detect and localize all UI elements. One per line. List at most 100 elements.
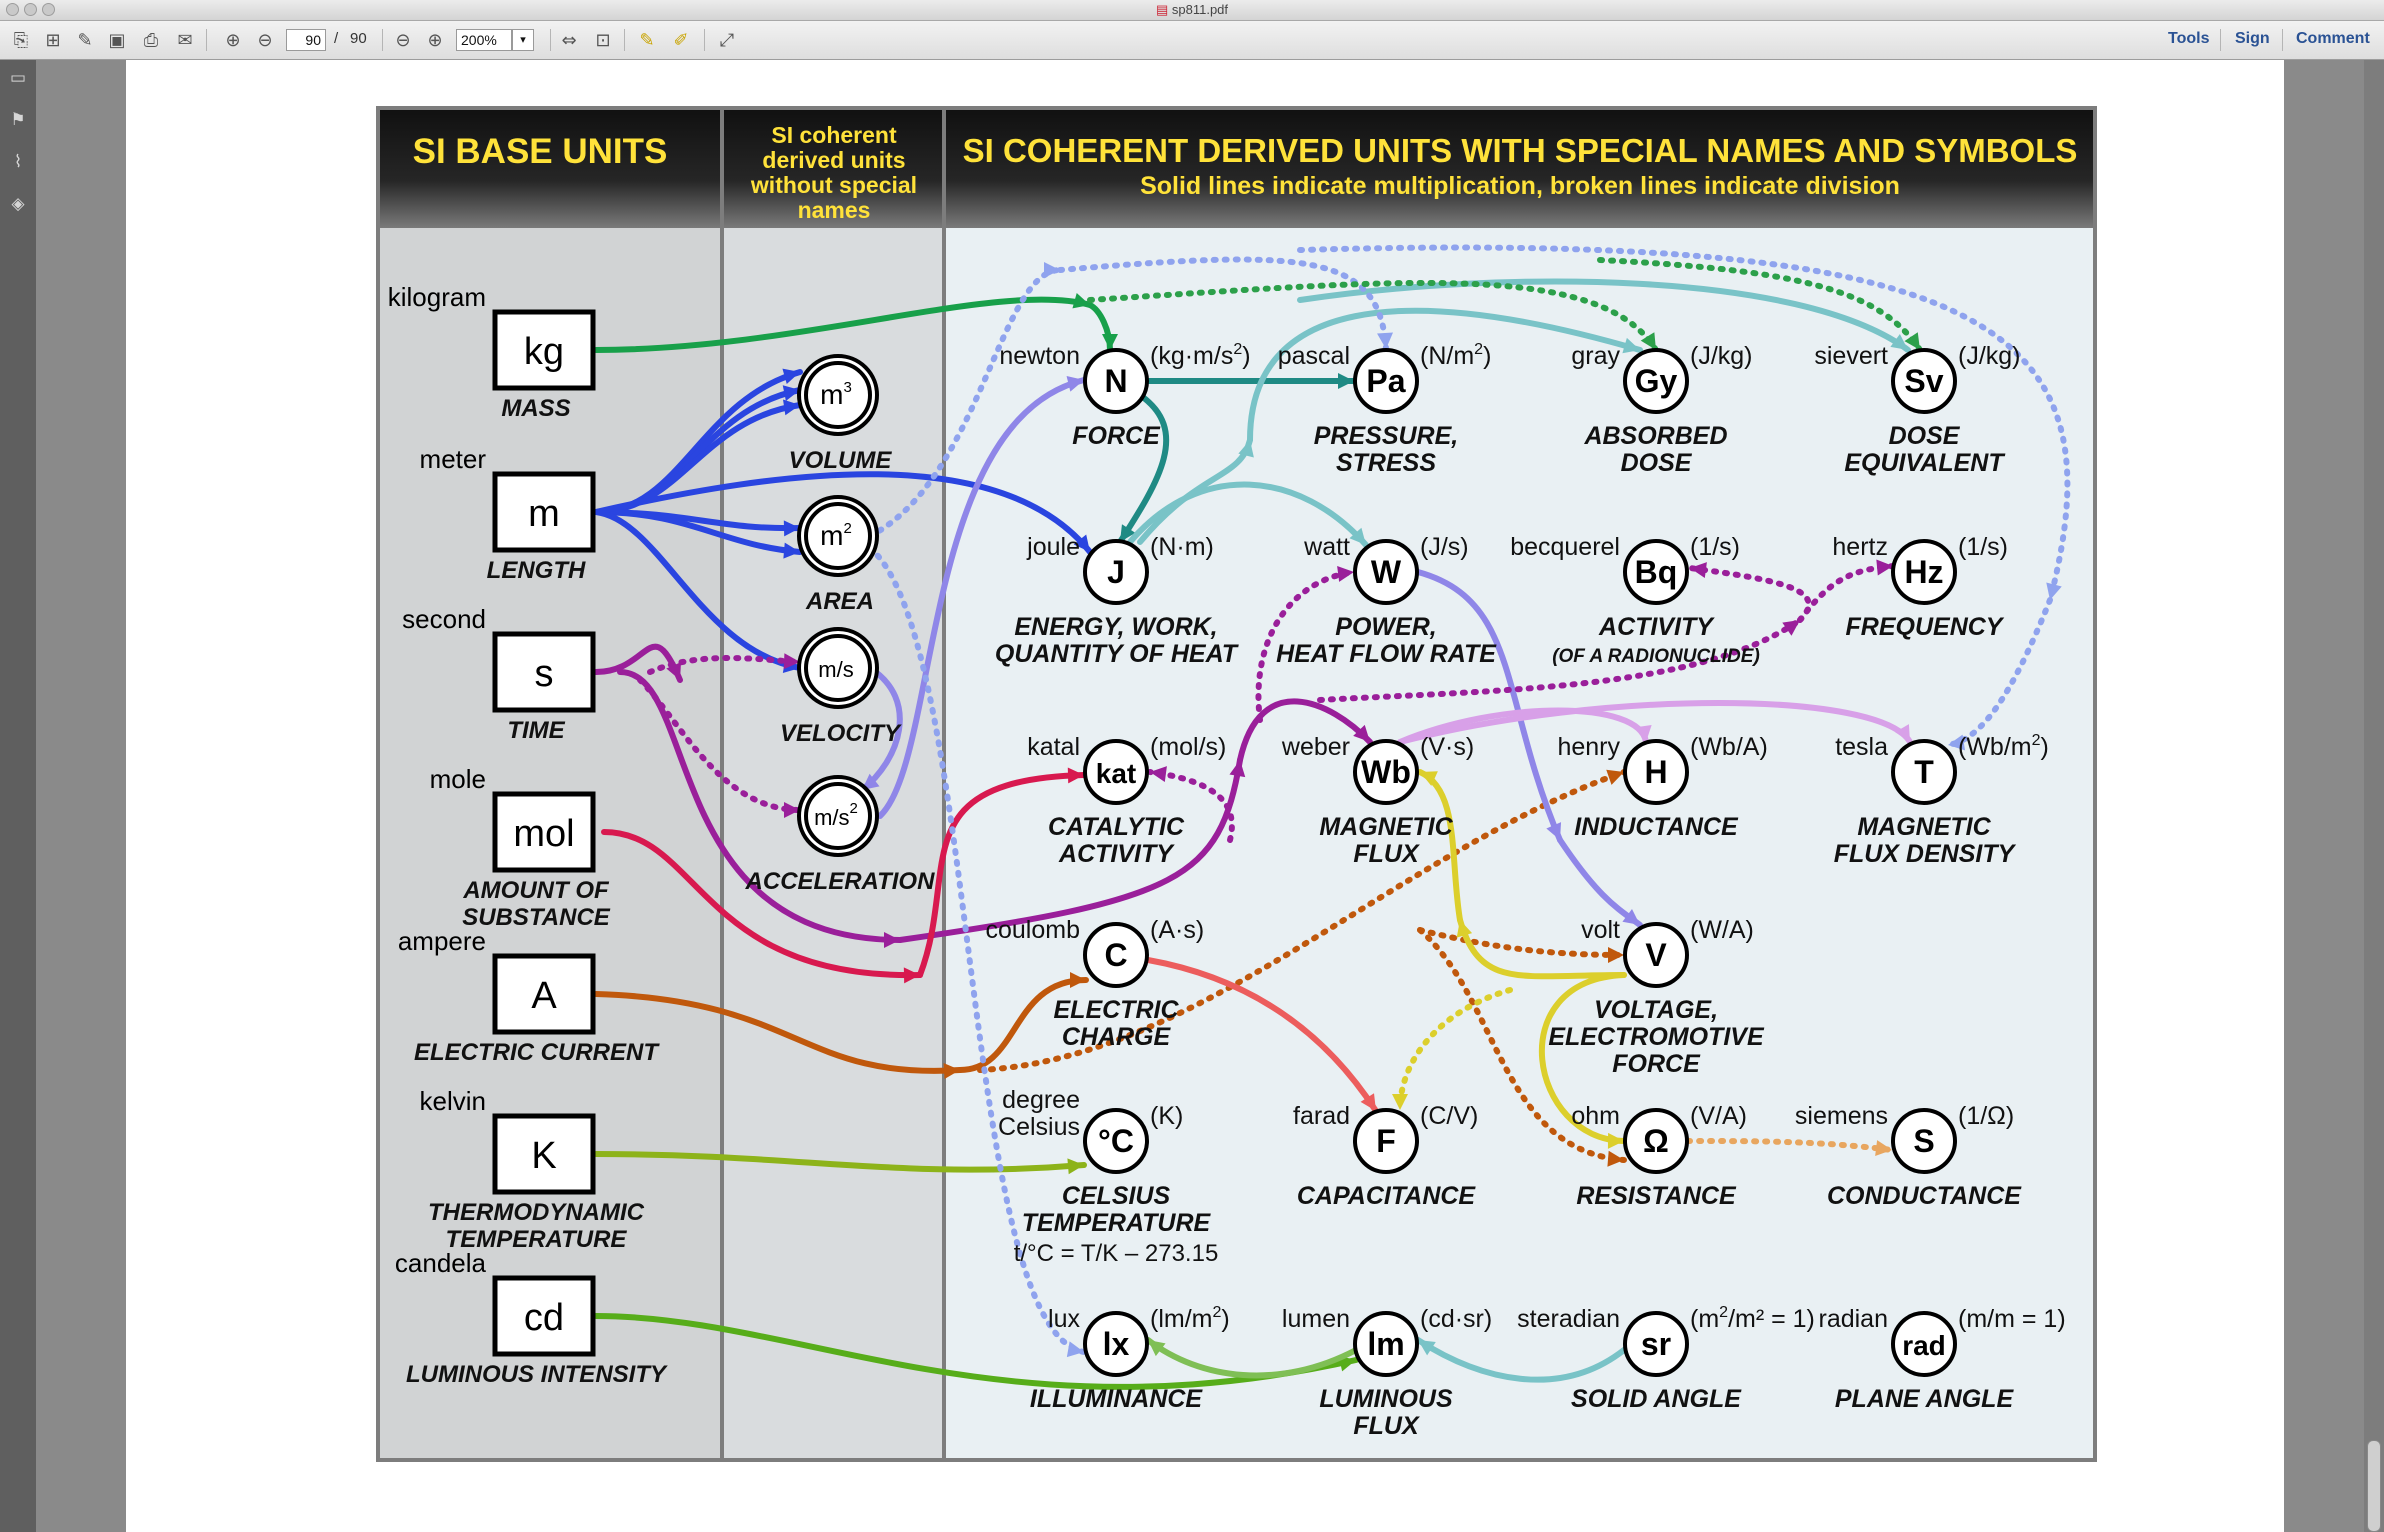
connector-line <box>601 829 923 979</box>
derived-unit-symbol: V <box>1645 937 1667 973</box>
derived-unit-node <box>1083 739 1149 805</box>
derived-unit-definition-text: (J/s) <box>1420 533 1469 561</box>
navigation-sidebar: ▭ ⚑ ⌇ ◈ <box>0 60 36 1532</box>
derived-unit-node <box>1353 348 1419 414</box>
toolbar-divider <box>624 29 625 51</box>
derived-unit-definition: (m/m = 1) <box>1958 1305 2066 1333</box>
zoom-level-input[interactable]: 200% <box>456 29 512 51</box>
derived-unit-symbol: F <box>1376 1123 1396 1159</box>
comment-note-icon[interactable]: ✎ <box>639 29 655 51</box>
derived-unit-name: steradian <box>1517 1305 1620 1333</box>
coherent-unit-node <box>804 782 872 850</box>
derived-unit-quantity: VOLTAGE, <box>1594 996 1718 1024</box>
connector-line <box>859 665 903 793</box>
attachments-icon[interactable]: ⌇ <box>13 152 23 172</box>
highlight-icon[interactable]: ✐ <box>673 29 689 51</box>
derived-unit-definition: (W/A) <box>1690 916 1754 944</box>
coherent-units-title-line: names <box>798 197 871 223</box>
save-icon[interactable]: ▣ <box>108 29 126 51</box>
connector-line <box>593 509 803 555</box>
next-page-icon[interactable]: ⊖ <box>257 29 273 51</box>
connector-arrowhead <box>1066 376 1084 392</box>
derived-unit-definition-text: (m/m = 1) <box>1958 1305 2066 1333</box>
create-pdf-icon[interactable]: ⊞ <box>45 29 61 51</box>
derived-unit-exponent: 2 <box>2032 732 2041 749</box>
tools-link[interactable]: Tools <box>2168 30 2210 47</box>
bookmarks-icon[interactable]: ⚑ <box>10 110 26 130</box>
derived-unit-quantity: ILLUMINANCE <box>1030 1385 1204 1413</box>
open-file-icon[interactable]: ⎘ <box>13 29 29 51</box>
coherent-unit-exponent: 3 <box>843 379 851 396</box>
print-icon[interactable]: ⎙ <box>143 29 159 51</box>
toolbar-divider <box>2220 29 2221 51</box>
base-unit-symbol: kg <box>524 331 564 373</box>
zoom-out-icon[interactable]: ⊖ <box>395 29 411 51</box>
base-units-title: SI BASE UNITS <box>413 132 668 171</box>
derived-unit-node <box>1623 1108 1689 1174</box>
connector-arrowhead <box>1948 734 1966 751</box>
coherent-unit-exponent: 2 <box>843 520 851 537</box>
fit-page-icon[interactable]: ⊡ <box>595 29 611 51</box>
base-unit-box <box>492 791 596 873</box>
fullscreen-expand-icon[interactable]: ⤢ <box>719 29 735 51</box>
coherent-unit-quantity: AREA <box>805 588 874 615</box>
derived-unit-exponent: 2 <box>1233 341 1242 358</box>
derived-unit-name: henry <box>1557 733 1620 761</box>
derived-unit-quantity: FLUX <box>1353 840 1420 868</box>
zoom-in-icon[interactable]: ⊕ <box>427 29 443 51</box>
email-icon[interactable]: ✉ <box>177 29 193 51</box>
derived-unit-definition: (C/V) <box>1420 1102 1478 1130</box>
zoom-dropdown-chevron-icon[interactable]: ▾ <box>512 29 534 51</box>
zoom-window-button[interactable] <box>42 3 55 16</box>
derived-unit-definition-end: /m² = 1) <box>1728 1305 1815 1333</box>
connector-arrowhead <box>782 385 800 401</box>
derived-unit-definition: (1/Ω) <box>1958 1102 2014 1130</box>
connector-line <box>593 509 803 671</box>
connector-arrowhead <box>884 932 900 948</box>
derived-unit-quantity: EQUIVALENT <box>1844 449 2006 477</box>
connector-arrowhead <box>1622 337 1640 354</box>
derived-unit-name: coulomb <box>986 916 1081 944</box>
derived-unit-symbol: Gy <box>1635 363 1678 399</box>
derived-unit-definition-end: ) <box>2041 733 2049 761</box>
sign-link[interactable]: Sign <box>2235 30 2270 47</box>
derived-unit-symbol: W <box>1371 554 1402 590</box>
comment-link[interactable]: Comment <box>2296 30 2370 47</box>
connector-arrowhead <box>782 399 800 416</box>
connector-arrowhead <box>1420 771 1438 786</box>
connector-line <box>617 669 903 943</box>
derived-unit-quantity: TEMPERATURE <box>1022 1209 1212 1237</box>
close-window-button[interactable] <box>6 3 19 16</box>
derived-unit-quantity: (OF A RADIONUCLIDE) <box>1552 646 1760 667</box>
derived-unit-definition: (N/m2) <box>1420 341 1491 370</box>
fit-width-icon[interactable]: ⇔ <box>561 29 577 51</box>
derived-unit-node <box>1623 348 1689 414</box>
derived-unit-node <box>1623 1311 1689 1377</box>
vertical-scrollbar[interactable] <box>2364 60 2384 1532</box>
derived-unit-definition-text: (N/m <box>1420 342 1474 370</box>
layers-icon[interactable]: ◈ <box>11 194 25 214</box>
base-unit-quantity: MASS <box>501 395 570 422</box>
derived-unit-definition-text: (N·m) <box>1150 533 1214 561</box>
derived-unit-definition-text: (mol/s) <box>1150 733 1226 761</box>
edit-icon[interactable]: ✎ <box>77 29 93 51</box>
connector-arrowhead <box>1338 373 1354 389</box>
minimize-window-button[interactable] <box>24 3 37 16</box>
derived-unit-symbol: lm <box>1367 1326 1404 1362</box>
pdf-file-icon: ▤ <box>1155 2 1172 17</box>
coherent-unit-node <box>804 634 872 702</box>
derived-unit-symbol: sr <box>1641 1326 1671 1362</box>
base-unit-box <box>492 471 596 553</box>
page-number-input[interactable]: 90 <box>286 29 326 51</box>
previous-page-icon[interactable]: ⊕ <box>225 29 241 51</box>
derived-unit-quantity: RESISTANCE <box>1576 1182 1737 1210</box>
derived-unit-quantity: CELSIUS <box>1062 1182 1171 1210</box>
base-unit-symbol: A <box>531 975 557 1017</box>
connector-arrowhead <box>1876 559 1893 576</box>
coherent-unit-exponent: 2 <box>850 800 858 817</box>
derived-unit-definition: (J/s) <box>1420 533 1469 561</box>
derived-unit-quantity: ABSORBED <box>1583 422 1727 450</box>
connector-arrowhead <box>1349 527 1366 545</box>
page-thumbnails-icon[interactable]: ▭ <box>9 68 27 88</box>
base-unit-name: kelvin <box>420 1086 486 1116</box>
